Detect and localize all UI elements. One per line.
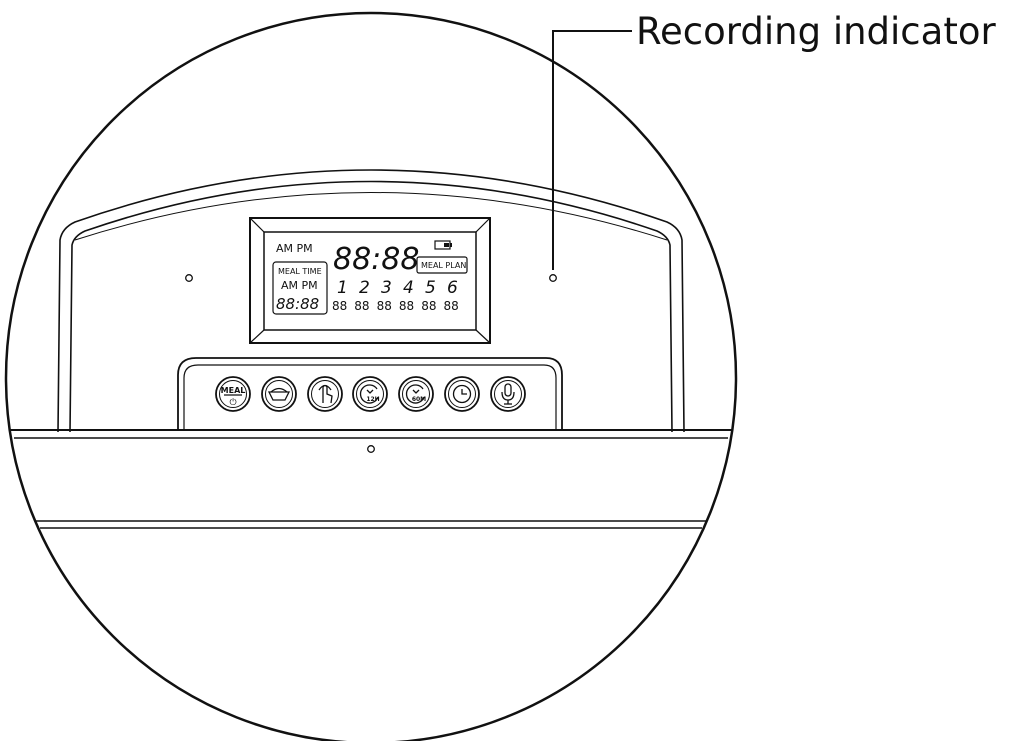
recording-indicator-label: Recording indicator bbox=[636, 10, 996, 53]
base-band bbox=[10, 429, 732, 529]
power-symbol: ⏻ bbox=[229, 397, 236, 408]
lcd-meal-portion: 88 bbox=[444, 299, 459, 313]
microphone-icon bbox=[501, 383, 515, 405]
battery-icon bbox=[434, 240, 452, 250]
lcd-meal-number: 4 bbox=[403, 278, 414, 298]
lcd-meal-number: 3 bbox=[381, 278, 392, 298]
callout-leader-line bbox=[552, 30, 632, 270]
lcd-am-pm: AM PM bbox=[276, 242, 313, 255]
60m-timer-button[interactable]: 60M bbox=[398, 376, 434, 412]
meal-button-label: MEAL bbox=[221, 386, 246, 395]
timer-label: 60M bbox=[412, 396, 426, 403]
12h-timer-button[interactable]: 12H bbox=[352, 376, 388, 412]
lcd-meal-number: 2 bbox=[359, 278, 370, 298]
timer-label: 12H bbox=[366, 396, 379, 403]
meal-power-icon: MEAL ⏻ bbox=[221, 386, 246, 408]
recording-indicator-light bbox=[549, 274, 557, 282]
lcd-meal-time-digits: 88:88 bbox=[276, 295, 319, 313]
meal-plan-box bbox=[416, 256, 468, 274]
microphone-button[interactable] bbox=[490, 376, 526, 412]
meal-portion-row: 88 88 88 88 88 88 bbox=[332, 299, 459, 313]
clock-icon bbox=[452, 384, 472, 404]
screw-bottom bbox=[367, 445, 375, 453]
lcd-meal-number: 1 bbox=[337, 278, 348, 298]
timer-12h-icon: 12H bbox=[359, 384, 380, 404]
lcd-display: AM PM 88:88 MEAL TIME AM PM 88:88 MEAL P… bbox=[249, 217, 491, 344]
lcd-main-time: 88:88 bbox=[333, 242, 419, 277]
button-panel bbox=[177, 357, 563, 430]
lcd-meal-portion: 88 bbox=[377, 299, 392, 313]
lcd-meal-number: 6 bbox=[447, 278, 458, 298]
meal-time-box bbox=[272, 261, 328, 315]
housing-outline bbox=[57, 169, 685, 433]
food-bowl-button[interactable] bbox=[261, 376, 297, 412]
lcd-meal-portion: 88 bbox=[332, 299, 347, 313]
lcd-meal-portion: 88 bbox=[354, 299, 369, 313]
screw-left bbox=[185, 274, 193, 282]
lcd-meal-number: 5 bbox=[425, 278, 436, 298]
meal-power-button[interactable]: MEAL ⏻ bbox=[215, 376, 251, 412]
lcd-meal-plan-label: MEAL PLAN bbox=[421, 261, 466, 270]
hand-touch-icon bbox=[318, 384, 333, 404]
manual-feed-button[interactable] bbox=[307, 376, 343, 412]
lcd-meal-portion: 88 bbox=[399, 299, 414, 313]
magnifier-circle bbox=[4, 11, 738, 741]
lcd-meal-time-label: MEAL TIME bbox=[278, 267, 322, 276]
lcd-meal-portion: 88 bbox=[421, 299, 436, 313]
timer-60m-icon: 60M bbox=[405, 384, 426, 404]
clock-button[interactable] bbox=[444, 376, 480, 412]
lcd-meal-time-ampm: AM PM bbox=[281, 279, 318, 292]
food-bowl-icon bbox=[267, 387, 291, 401]
